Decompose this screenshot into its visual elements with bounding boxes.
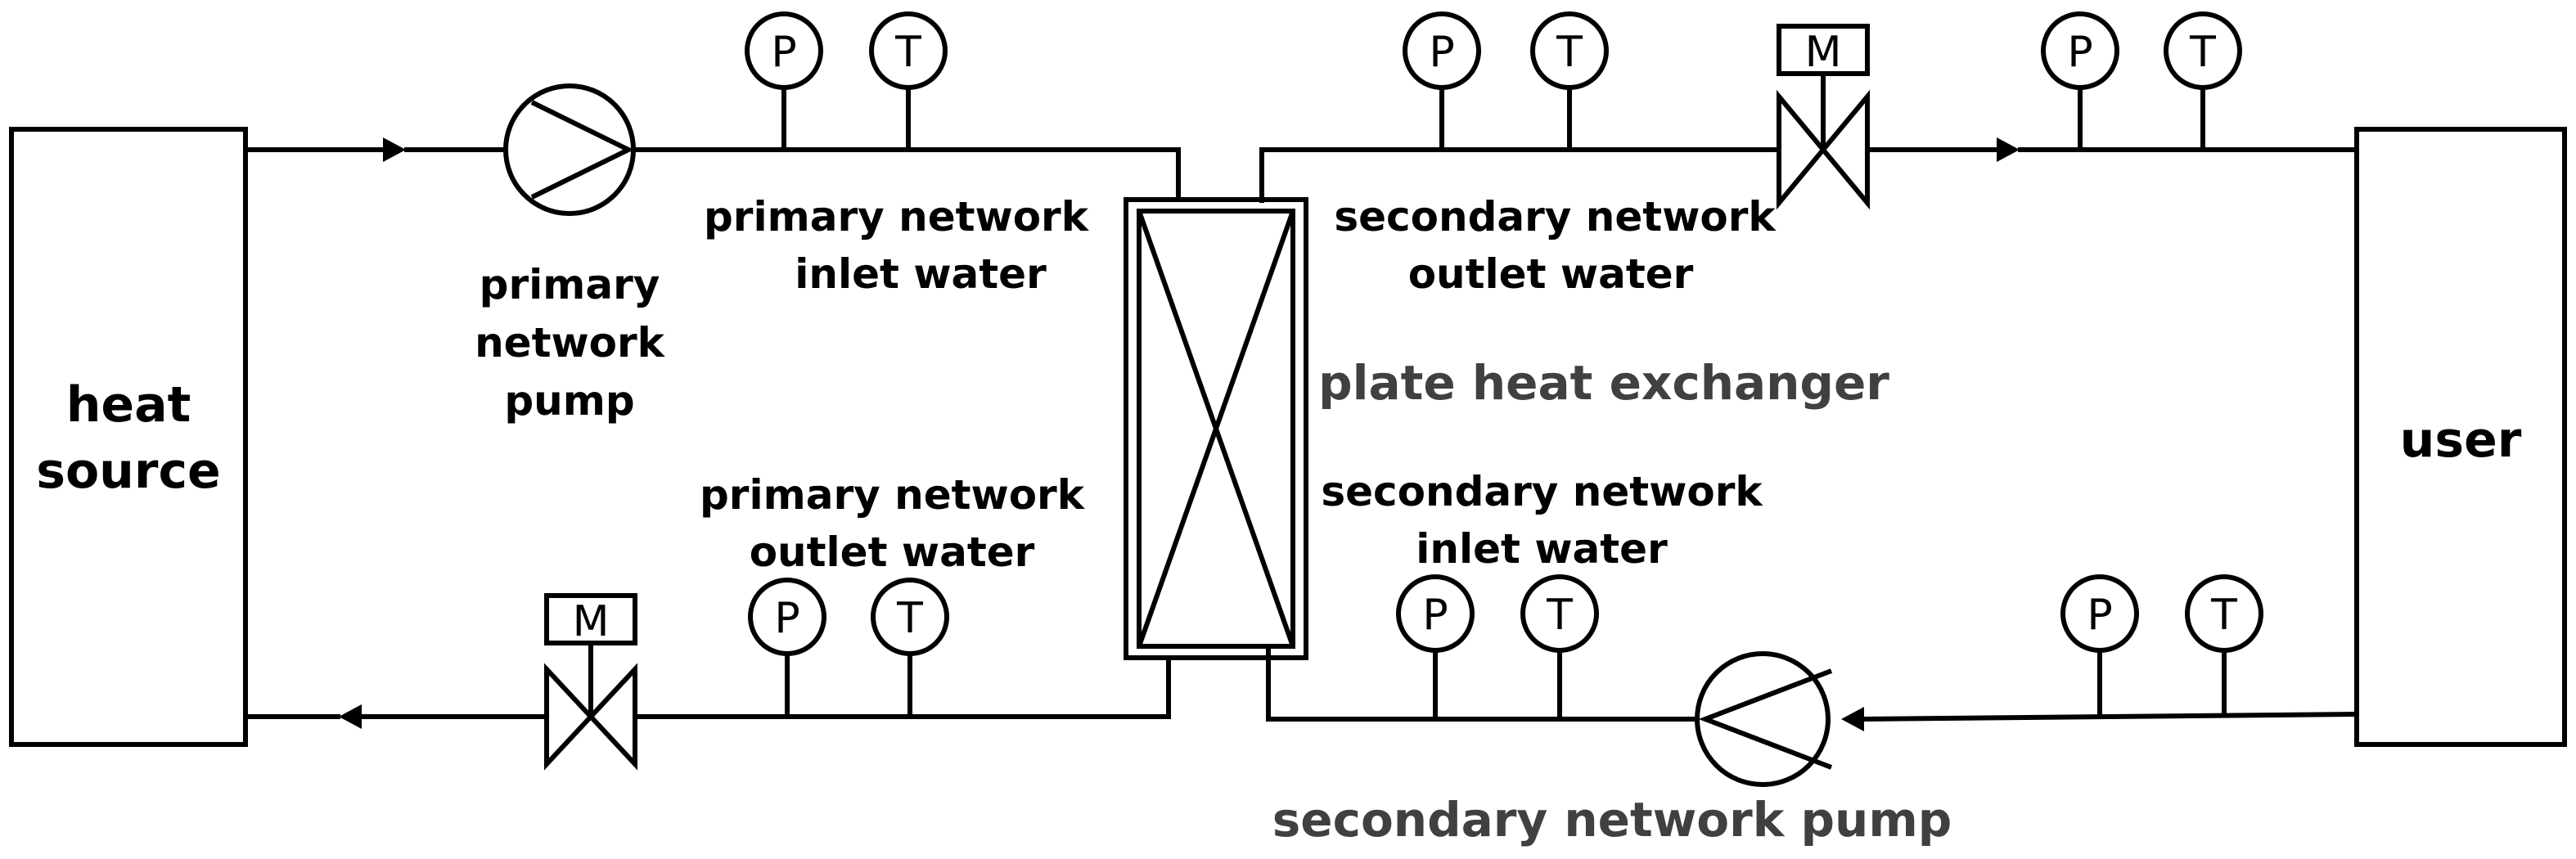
svg-text:T: T [1556, 28, 1583, 77]
flow-arrow-icon [1997, 137, 2020, 162]
svg-text:T: T [896, 594, 923, 643]
svg-text:P: P [2067, 28, 2092, 77]
primary-pump-label-line2: network [475, 319, 666, 367]
secondary-inlet-label-line2: inlet water [1416, 525, 1668, 573]
secondary-pump-icon [1695, 651, 1833, 787]
primary-pump-label-line1: primary [480, 261, 660, 308]
temperature-gauge-icon: T [869, 11, 948, 150]
pressure-gauge-icon: P [745, 11, 823, 150]
secondary-outlet-label-line2: outlet water [1408, 250, 1694, 298]
pressure-gauge-icon: P [2041, 11, 2119, 150]
svg-text:P: P [1422, 591, 1448, 640]
primary-pump-label-line3: pump [504, 377, 634, 425]
svg-text:T: T [2189, 28, 2216, 77]
primary-return-pipe [245, 646, 1171, 729]
pressure-gauge-icon: P [1396, 574, 1475, 719]
flow-arrow-icon [339, 704, 362, 729]
svg-text:P: P [1429, 28, 1454, 77]
primary-inlet-label-line1: primary network [704, 193, 1090, 241]
plate-heat-exchanger-label: plate heat exchanger [1318, 355, 1889, 411]
svg-text:P: P [2087, 591, 2112, 640]
user-label: user [2400, 412, 2522, 469]
temperature-gauge-icon: T [1520, 574, 1599, 719]
primary-inlet-label-line2: inlet water [795, 250, 1047, 298]
svg-text:M: M [1805, 28, 1842, 77]
primary-outlet-label-line2: outlet water [750, 528, 1035, 576]
svg-text:T: T [2210, 591, 2237, 640]
pressure-gauge-icon: P [748, 578, 826, 717]
temperature-gauge-icon: T [2185, 574, 2263, 716]
plate-heat-exchanger-icon [1124, 197, 1308, 660]
svg-text:P: P [774, 594, 799, 643]
svg-text:P: P [771, 28, 796, 77]
temperature-gauge-icon: T [1530, 11, 1609, 150]
svg-text:T: T [894, 28, 921, 77]
secondary-inlet-label-line1: secondary network [1321, 468, 1763, 515]
pressure-gauge-icon: P [1403, 11, 1481, 150]
user-block: user [2354, 127, 2567, 747]
secondary-outlet-label-line1: secondary network [1334, 193, 1777, 241]
temperature-gauge-icon: T [871, 578, 949, 717]
flow-arrow-icon [1841, 707, 1864, 731]
secondary-pump-label: secondary network pump [1272, 792, 1952, 848]
primary-outlet-label-line1: primary network [700, 471, 1086, 519]
heat-source-block: heat source [9, 127, 248, 747]
flow-arrow-icon [383, 137, 406, 162]
svg-text:T: T [1546, 591, 1573, 640]
svg-text:M: M [573, 597, 610, 646]
heat-source-label-line1: heat [66, 376, 191, 434]
temperature-gauge-icon: T [2164, 11, 2242, 150]
heat-source-label-line2: source [36, 443, 221, 500]
secondary-return-pipe [1266, 646, 2358, 731]
primary-pump-icon [503, 83, 636, 216]
primary-motorized-valve-icon: M [544, 593, 637, 771]
pressure-gauge-icon: P [2060, 574, 2139, 717]
secondary-motorized-valve-icon: M [1777, 24, 1870, 210]
secondary-supply-pipe [1259, 137, 2357, 203]
